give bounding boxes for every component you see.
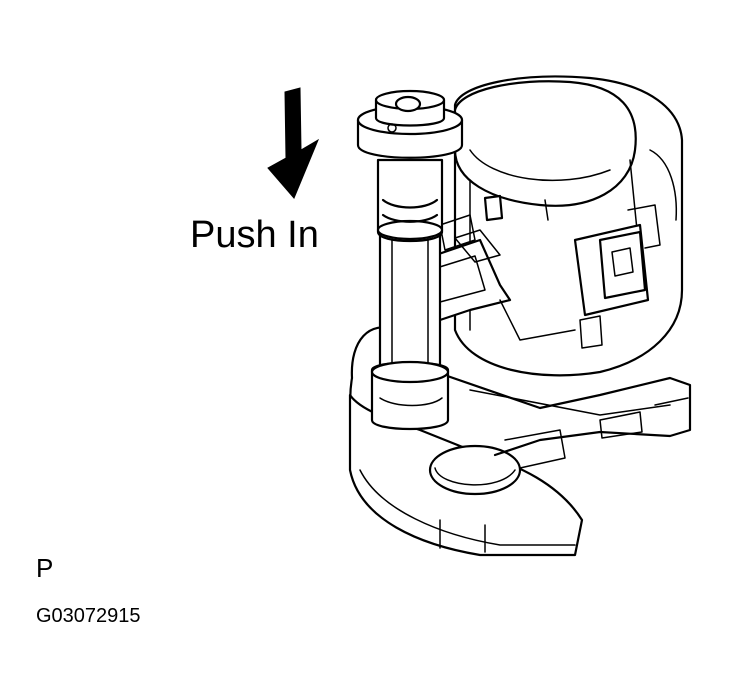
view-letter: P [36, 553, 54, 583]
outlet-pipe [370, 228, 450, 431]
arrow-down-icon [267, 87, 320, 199]
base-bracket [348, 326, 692, 557]
figure-code: G03072915 [36, 605, 141, 627]
push-in-label: Push In [190, 214, 319, 256]
pressure-regulator [356, 89, 464, 243]
electrical-connector [573, 204, 661, 349]
